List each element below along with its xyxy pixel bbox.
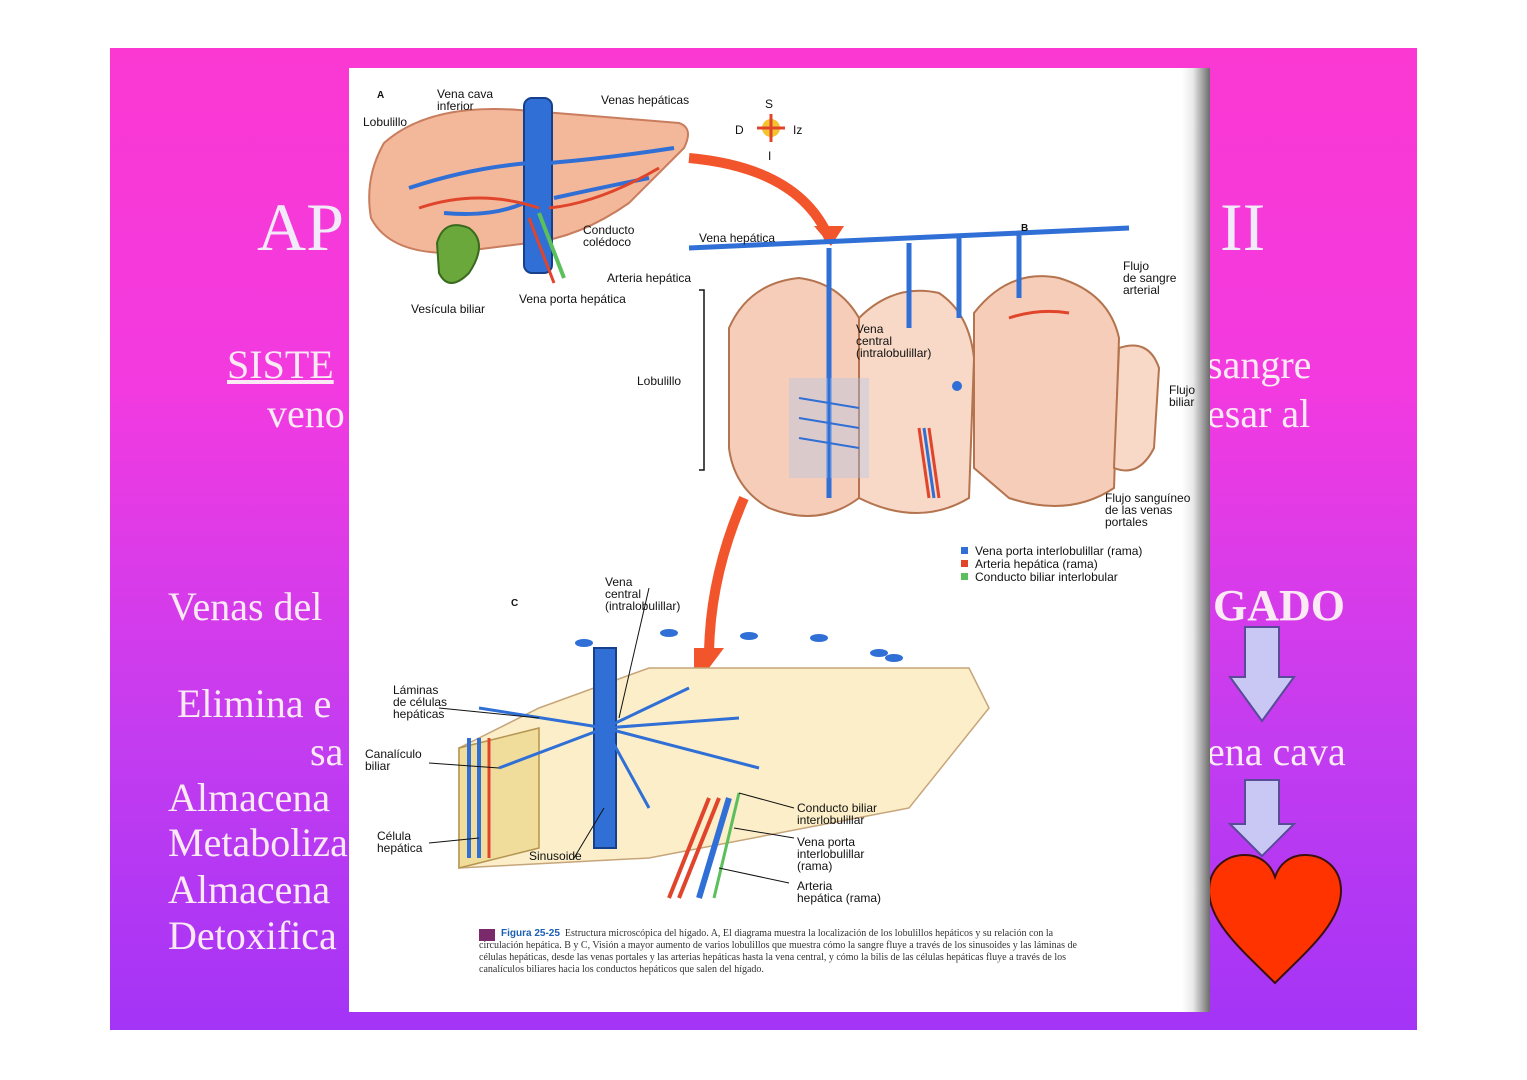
- down-arrow-icon: [1228, 779, 1297, 858]
- compass-s: S: [765, 97, 774, 111]
- label-flujo-biliar: Flujo biliar: [1169, 383, 1196, 409]
- heart-icon: [1207, 853, 1343, 985]
- lobule-shape: [973, 275, 1121, 507]
- list-item: Almacena: [168, 775, 331, 820]
- sistema-text: SISTE: [227, 342, 334, 387]
- label-vena-central-c: Vena central (intralobulillar): [605, 575, 681, 613]
- elimina-text: Elimina e: [177, 681, 332, 726]
- panel-label: A: [377, 90, 385, 101]
- gallbladder-shape: [435, 224, 480, 284]
- label-sinusoide: Sinusoide: [529, 849, 582, 863]
- label-venas-hepaticas: Venas hepáticas: [601, 93, 690, 107]
- compass-i: I: [768, 149, 772, 163]
- label-vesicula: Vesícula biliar: [411, 302, 486, 316]
- list-item: Metaboliza: [168, 820, 348, 865]
- higado-text: GADO: [1213, 581, 1345, 630]
- veno-text: veno: [267, 391, 345, 436]
- label-lobulillo-b: Lobulillo: [637, 374, 682, 388]
- list-item: Detoxifica: [168, 913, 337, 958]
- sangre-text: sangre: [1207, 342, 1312, 387]
- vena-cava-shape: [523, 97, 553, 274]
- figure-caption: Figura 25-25 Estructura microscópica del…: [479, 928, 1099, 976]
- legend-item: Vena porta interlobulillar (rama): [975, 544, 1143, 558]
- label-conducto-biliar: Conducto biliar interlobulillar: [797, 801, 878, 827]
- slide-title-left: AP: [257, 189, 344, 265]
- down-arrow-icon: [1228, 626, 1296, 723]
- label-vena-porta-c: Vena porta interlobulillar (rama): [797, 835, 865, 873]
- liver-diagram: [368, 97, 1161, 941]
- caption-figure-number: Figura 25-25: [501, 928, 560, 939]
- slide-title-right: II: [1220, 189, 1266, 265]
- label-vena-porta: Vena porta hepática: [519, 292, 626, 306]
- label-conducto-coledoco: Conducto colédoco: [583, 223, 635, 249]
- label-canaliculo: Canalículo biliar: [365, 747, 422, 773]
- label-laminas: Láminas de células hepáticas: [393, 683, 448, 721]
- page-edge-shadow: [1182, 68, 1210, 1012]
- caption-text: Estructura microscópica del hígado. A, E…: [479, 928, 1077, 975]
- list-item: Almacena: [168, 867, 331, 912]
- vena-cava-text: ena cava: [1207, 729, 1346, 774]
- label-arteria-hepatica: Arteria hepática: [607, 271, 692, 285]
- legend-item: Arteria hepática (rama): [975, 557, 1098, 571]
- lobule-shape: [858, 289, 976, 514]
- label-celula: Célula hepática: [377, 829, 423, 855]
- lobule-shape: [1112, 344, 1161, 472]
- compass-d: D: [735, 123, 744, 137]
- venas-text: Venas del: [168, 584, 323, 629]
- panel-label: B: [1021, 223, 1029, 234]
- sa-text: sa: [310, 729, 344, 774]
- panel-label: C: [511, 598, 519, 609]
- label-arteria-c: Arteria hepática (rama): [797, 879, 882, 905]
- label-flujo-portal: Flujo sanguíneo de las venas portales: [1105, 491, 1191, 529]
- label-vena-cava: Vena cava inferior: [437, 87, 494, 113]
- label-flujo-arterial: Flujo de sangre arterial: [1123, 259, 1177, 297]
- legend-item: Conducto biliar interlobular: [975, 570, 1118, 584]
- compass-iz: Iz: [793, 123, 803, 137]
- label-vena-central-b: Vena central (intralobulillar): [856, 322, 932, 360]
- liver-diagram-figure: A B C S D Iz I Vena cava inferior Venas …: [349, 68, 1210, 1012]
- label-vena-hepatica: Vena hepática: [699, 231, 776, 245]
- label-lobulillo-a: Lobulillo: [363, 115, 408, 129]
- esar-text: esar al: [1207, 391, 1311, 436]
